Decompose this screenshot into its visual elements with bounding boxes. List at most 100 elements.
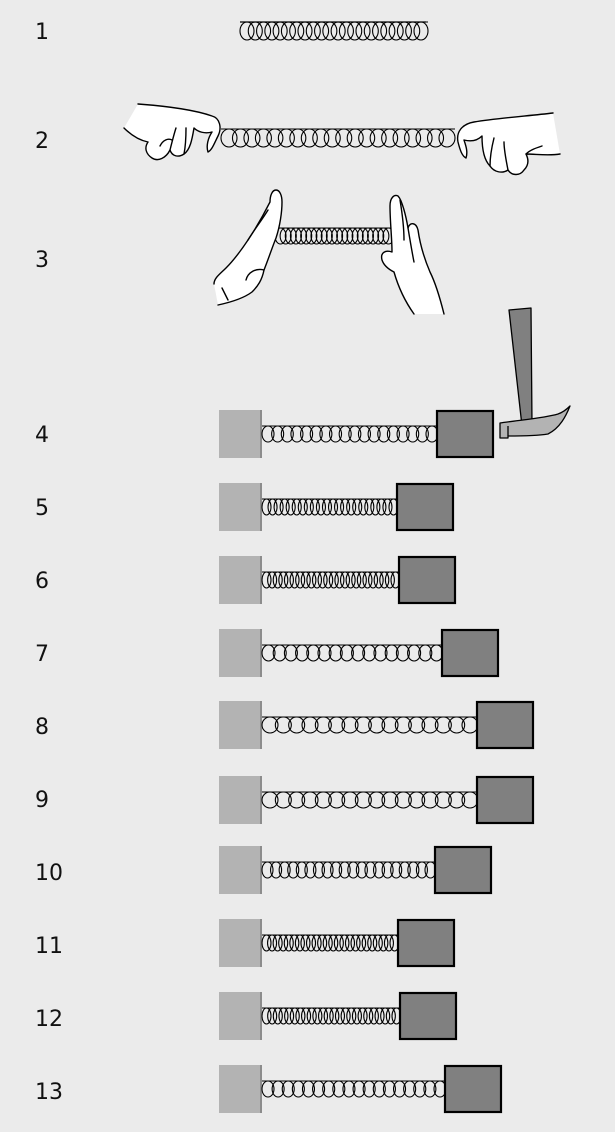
spring-coil bbox=[354, 716, 372, 734]
spring-coil bbox=[300, 571, 311, 589]
row-label-7: 7 bbox=[35, 642, 49, 667]
spring-coil bbox=[295, 644, 310, 662]
spring-coil bbox=[317, 644, 332, 662]
spring-coil bbox=[448, 791, 466, 809]
spring-coil bbox=[356, 934, 367, 952]
spring-coil bbox=[396, 425, 410, 443]
spring-coil bbox=[392, 128, 410, 148]
coil-spring-icon bbox=[261, 425, 439, 443]
spring-coil bbox=[346, 498, 357, 516]
right-fist-hand-icon bbox=[456, 112, 561, 176]
spring-coil bbox=[378, 934, 389, 952]
mass-block bbox=[397, 555, 457, 605]
spring-coil bbox=[278, 571, 289, 589]
spring-coil bbox=[300, 425, 314, 443]
spring-coil bbox=[314, 716, 332, 734]
wall-block bbox=[219, 701, 261, 749]
spring-coil bbox=[413, 1080, 427, 1098]
spring-coil bbox=[312, 861, 326, 879]
spring-coil bbox=[267, 571, 278, 589]
spring-coil bbox=[408, 791, 426, 809]
spring-coil bbox=[382, 1080, 396, 1098]
spring-coil bbox=[328, 791, 346, 809]
spring-coil bbox=[380, 21, 396, 41]
spring-coil bbox=[294, 934, 305, 952]
spring-coil bbox=[388, 21, 404, 41]
spring-coil bbox=[347, 21, 363, 41]
spring-coil bbox=[322, 934, 333, 952]
spring-coil bbox=[328, 716, 346, 734]
spring-coil bbox=[331, 227, 344, 245]
coil-spring-icon bbox=[261, 716, 479, 734]
spring-coil bbox=[355, 861, 368, 879]
spring-coil bbox=[315, 227, 328, 245]
oscillator-row-5 bbox=[219, 482, 455, 532]
spring-coil bbox=[423, 1080, 437, 1098]
spring-coil bbox=[386, 425, 400, 443]
spring-coil bbox=[254, 128, 272, 148]
spring-coil bbox=[330, 21, 346, 41]
spring-coil bbox=[345, 571, 356, 589]
spring-coil bbox=[271, 425, 285, 443]
spring-coil bbox=[358, 128, 376, 148]
spring-coil bbox=[279, 498, 290, 516]
spring-coil bbox=[370, 498, 381, 516]
spring-coil bbox=[327, 498, 339, 516]
spring-coil bbox=[406, 425, 420, 443]
spring-coil bbox=[381, 128, 399, 148]
wall-block bbox=[219, 556, 261, 604]
spring-coil bbox=[385, 1007, 396, 1025]
spring-coil bbox=[272, 21, 288, 41]
spring-coil bbox=[320, 227, 333, 245]
spring-coil bbox=[321, 861, 334, 879]
spring-coil bbox=[261, 791, 279, 809]
spring-coil bbox=[367, 425, 381, 443]
spring-coil bbox=[413, 21, 429, 41]
spring-coil bbox=[372, 21, 388, 41]
spring-coil bbox=[317, 1007, 329, 1025]
coil-spring-icon bbox=[261, 1080, 447, 1098]
spring-coil bbox=[271, 1080, 285, 1098]
coil-spring-icon bbox=[261, 791, 479, 809]
spring-coil bbox=[434, 716, 452, 734]
spring-coil bbox=[272, 1007, 283, 1025]
spring-coil bbox=[323, 128, 341, 148]
spring-coil bbox=[415, 128, 433, 148]
coil-spring-icon bbox=[261, 934, 400, 952]
spring-coil bbox=[394, 716, 412, 734]
stretched-spring-with-hands bbox=[123, 103, 561, 176]
spring-coil bbox=[301, 791, 319, 809]
spring-coil bbox=[270, 861, 283, 879]
spring-coil bbox=[383, 934, 394, 952]
mass-block bbox=[475, 775, 535, 825]
spring-coil bbox=[332, 1080, 346, 1098]
spring-coil bbox=[272, 644, 287, 662]
spring-coil bbox=[289, 571, 300, 589]
spring-coil bbox=[311, 571, 323, 589]
spring-coil bbox=[361, 934, 372, 952]
spring-coil bbox=[323, 571, 334, 589]
oscillator-row-8 bbox=[219, 700, 535, 750]
spring-coil bbox=[333, 934, 344, 952]
spring-coil bbox=[289, 227, 302, 245]
spring-coil bbox=[290, 425, 304, 443]
spring-coil bbox=[376, 498, 387, 516]
spring-coil bbox=[415, 425, 429, 443]
left-fist-hand-icon bbox=[123, 103, 221, 161]
spring-coil bbox=[379, 571, 390, 589]
spring-coil bbox=[303, 498, 314, 516]
spring-coil bbox=[384, 644, 399, 662]
spring-coil bbox=[314, 791, 332, 809]
spring-coil bbox=[261, 644, 276, 662]
spring-coil bbox=[362, 644, 377, 662]
spring-coil bbox=[384, 571, 395, 589]
spring-coil bbox=[284, 227, 297, 245]
spring-coil bbox=[243, 128, 261, 148]
spring-coil bbox=[328, 571, 339, 589]
spring-coil bbox=[273, 498, 284, 516]
spring-coil bbox=[305, 21, 321, 41]
spring-coil bbox=[310, 227, 323, 245]
row-label-1: 1 bbox=[35, 20, 49, 45]
spring-coil bbox=[266, 128, 284, 148]
